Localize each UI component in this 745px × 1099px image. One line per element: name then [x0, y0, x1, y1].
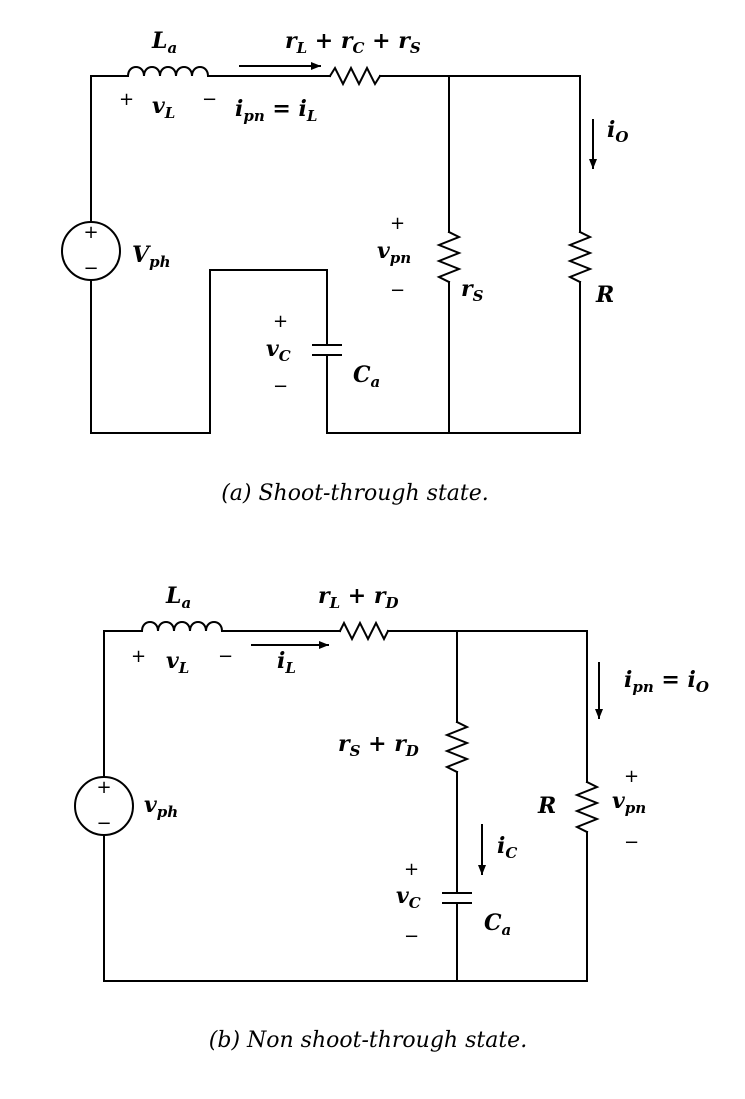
vpn-minus-b: − [624, 832, 639, 853]
label-vl-a: vL [152, 93, 175, 122]
load-resistor-a [567, 230, 593, 284]
voltage-source-a [61, 221, 121, 281]
series-resistor-b [338, 620, 390, 642]
label-vc-b: vC [396, 883, 421, 912]
wire-a-top [209, 75, 581, 434]
label-vl-b: vL [166, 648, 189, 677]
label-capacitor-a: Ca [353, 362, 380, 391]
label-inductor-a: La [151, 28, 177, 57]
vl-plus-b: + [131, 646, 146, 667]
branch-resistor-b [444, 720, 470, 774]
load-resistor-b [574, 780, 600, 834]
capacitor-a [312, 344, 342, 356]
wire-b-loop [103, 630, 588, 982]
vl-minus-b: − [218, 646, 233, 667]
vpn-plus-a: + [390, 213, 405, 234]
inductor-b [140, 621, 224, 633]
label-shunt-resistor-a: rS [461, 276, 484, 305]
label-series-resistor-b: rL + rD [318, 583, 399, 612]
label-branch-resistor-b: rS + rD [338, 731, 419, 760]
label-vpn-a: vpn [377, 238, 411, 267]
wire-a-left [90, 75, 328, 434]
vl-minus-a: − [202, 89, 217, 110]
inductor-a [126, 66, 211, 78]
vc-plus-b: + [404, 859, 419, 880]
label-series-resistor-a: rL + rC + rS [285, 28, 421, 57]
caption-a: (a) Shoot-through state. [221, 481, 489, 506]
label-capacitor-b: Ca [484, 910, 511, 939]
voltage-source-b [74, 776, 134, 836]
series-resistor-a [328, 65, 382, 87]
shunt-resistor-a [436, 230, 462, 284]
source-a-minus: − [83, 258, 98, 279]
label-current-a: ipn = iL [235, 96, 317, 125]
diagram-b: + − La rL + rD + vL − iL ipn = iO vph rS… [74, 583, 709, 1053]
source-a-plus: + [83, 222, 98, 243]
label-source-b: vph [144, 792, 178, 821]
vpn-minus-a: − [390, 280, 405, 301]
vc-minus-a: − [273, 376, 288, 397]
label-inductor-b: La [165, 583, 191, 612]
vpn-plus-b: + [624, 766, 639, 787]
label-current-b: iL [277, 648, 296, 677]
label-vc-a: vC [266, 336, 291, 365]
label-load-a: R [595, 282, 614, 308]
vc-minus-b: − [404, 926, 419, 947]
capacitor-b [442, 892, 472, 904]
vc-plus-a: + [273, 311, 288, 332]
source-b-plus: + [96, 777, 111, 798]
vl-plus-a: + [119, 89, 134, 110]
wire-a-cap-bottom [326, 354, 581, 434]
label-output-current-b: ipn = iO [624, 667, 709, 696]
label-vpn-b: vpn [612, 788, 646, 817]
diagram-a: + − La rL + rC + rS + vL − ipn = iL iO V… [61, 28, 628, 506]
label-load-b: R [537, 793, 556, 819]
source-b-minus: − [96, 813, 111, 834]
label-source-a: Vph [132, 242, 170, 271]
caption-b: (b) Non shoot-through state. [209, 1028, 527, 1053]
label-cap-current-b: iC [497, 833, 517, 862]
label-output-current-a: iO [607, 117, 628, 146]
